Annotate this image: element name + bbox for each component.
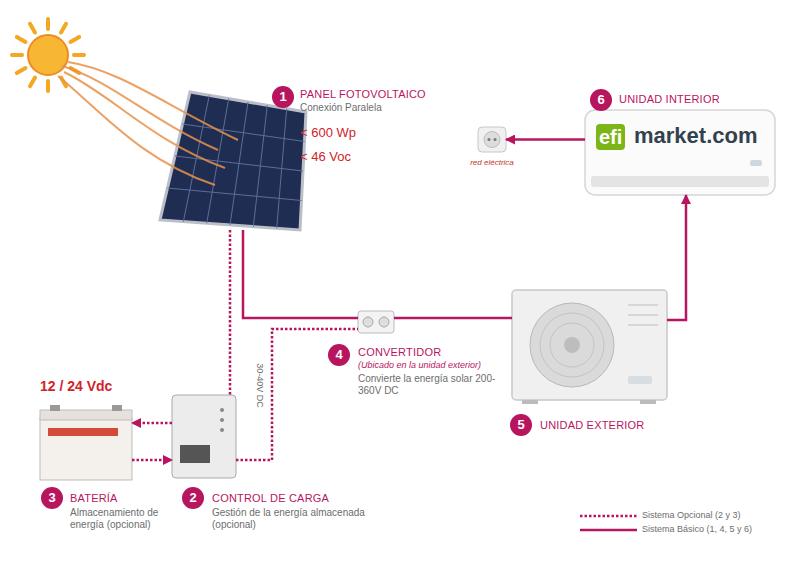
brand-logo: market.com	[634, 122, 758, 150]
component-heading: CONVERTIDOR	[358, 346, 441, 359]
basic-connector	[243, 230, 358, 318]
callout-number: 6	[590, 89, 612, 111]
component-note: Conexión Paralela	[300, 102, 382, 114]
outdoor-unit: UNIDAD EXTERIOR	[512, 290, 667, 400]
component-heading: BATERÍA	[70, 492, 118, 505]
rating-value: < 600 Wp	[300, 125, 356, 140]
indoor-unit: UNIDAD INTERIOR	[585, 110, 775, 195]
callout-number: 3	[41, 487, 63, 509]
sun-rays	[58, 62, 238, 185]
power-socket: red eléctrica	[478, 127, 506, 152]
basic-connector	[506, 138, 585, 141]
component-note: (Ubicado en la unidad exterior)	[358, 360, 481, 371]
charge-controller: CONTROL DE CARGAGestión de la energía al…	[172, 395, 236, 478]
brand-logo: efi	[596, 124, 625, 150]
callout-number: 1	[272, 86, 294, 108]
converter-picture	[358, 311, 394, 333]
battery-picture	[40, 405, 132, 480]
component-description: Gestión de la energía almacenada (opcion…	[212, 507, 384, 531]
optional-connector	[132, 459, 172, 462]
basic-connector	[667, 195, 686, 320]
component-heading: PANEL FOTOVOLTAICO	[300, 88, 426, 101]
charge-controller-picture	[172, 395, 236, 478]
component-heading: UNIDAD INTERIOR	[619, 93, 720, 106]
legend-text: Sistema Opcional (2 y 3)	[642, 510, 741, 521]
basic-connector	[394, 317, 512, 320]
callout-number: 5	[510, 414, 532, 436]
voltage-label: 30-40V DC	[254, 356, 265, 416]
optional-connector	[236, 329, 358, 460]
legend-samples	[580, 516, 637, 530]
callout-number: 4	[328, 344, 350, 366]
optional-connector	[132, 422, 172, 425]
battery: BATERÍAAlmacenamiento de energía (opcion…	[40, 410, 132, 480]
rating-value: < 46 Voc	[300, 149, 351, 164]
solar-panel: PANEL FOTOVOLTAICOConexión Paralela< 600…	[158, 92, 308, 230]
outdoor-unit-picture	[512, 290, 667, 404]
indoor-unit-picture	[585, 110, 775, 195]
optional-connector	[229, 230, 232, 395]
converter-box: CONVERTIDOR(Ubicado en la unidad exterio…	[358, 311, 394, 333]
solar-panel-picture	[160, 92, 306, 230]
socket-picture	[478, 127, 506, 152]
component-description: Almacenamiento de energía (opcional)	[70, 507, 175, 531]
component-heading: UNIDAD EXTERIOR	[540, 419, 644, 432]
socket-caption: red eléctrica	[462, 158, 522, 168]
voltage-label: 12 / 24 Vdc	[40, 378, 112, 394]
legend-text: Sistema Básico (1, 4, 5 y 6)	[642, 524, 752, 535]
sun	[12, 19, 84, 91]
component-heading: CONTROL DE CARGA	[212, 492, 329, 505]
callout-number: 2	[182, 487, 204, 509]
component-description: Convierte la energía solar 200-360V DC	[358, 373, 498, 397]
